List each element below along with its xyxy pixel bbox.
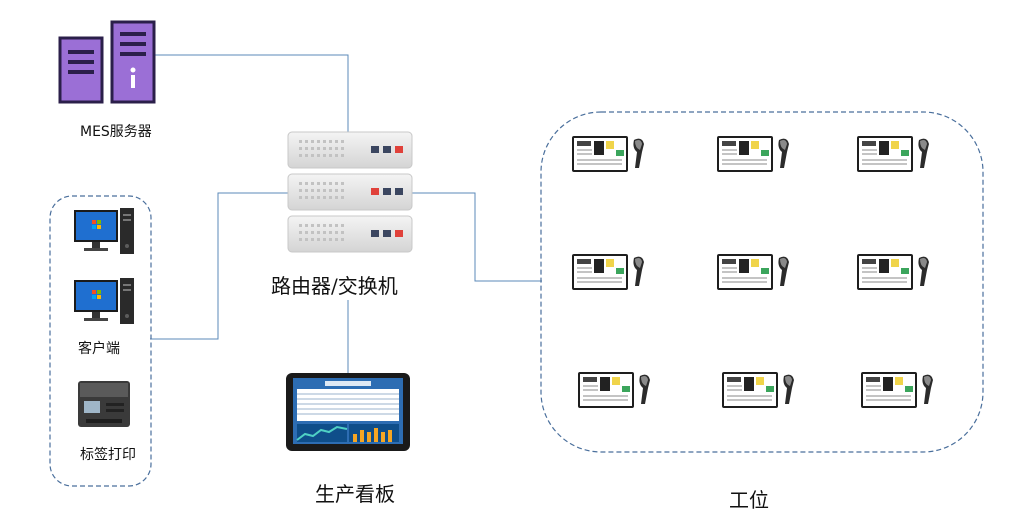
router-switch-icon xyxy=(287,131,413,253)
label-printer-icon xyxy=(78,381,130,427)
link-router-clients xyxy=(150,192,290,340)
workstation-terminal xyxy=(572,135,645,173)
label-print-label: 标签打印 xyxy=(80,447,136,463)
router-switch-label: 路由器/交换机 xyxy=(271,274,398,298)
workstation-terminal xyxy=(717,135,790,173)
workstation-terminal xyxy=(572,253,645,291)
workstation-terminal xyxy=(857,253,930,291)
client-group-border xyxy=(49,195,152,487)
workstation-terminal xyxy=(857,135,930,173)
mes-server-icon xyxy=(58,20,156,104)
mes-server-label: MES服务器 xyxy=(80,124,152,140)
link-mes-router xyxy=(150,54,349,132)
workstation-label: 工位 xyxy=(729,488,769,512)
workstation-terminal xyxy=(861,371,934,409)
client-label: 客户端 xyxy=(78,341,120,357)
client-pc-icon xyxy=(74,208,134,254)
workstation-terminal xyxy=(578,371,651,409)
link-router-workstations xyxy=(410,192,542,282)
dashboard-label: 生产看板 xyxy=(315,482,395,506)
workstation-terminal xyxy=(722,371,795,409)
workstation-group-border xyxy=(540,111,984,453)
client-pc-icon xyxy=(74,278,134,324)
workstation-terminal xyxy=(717,253,790,291)
dashboard-tablet-icon xyxy=(286,373,410,451)
